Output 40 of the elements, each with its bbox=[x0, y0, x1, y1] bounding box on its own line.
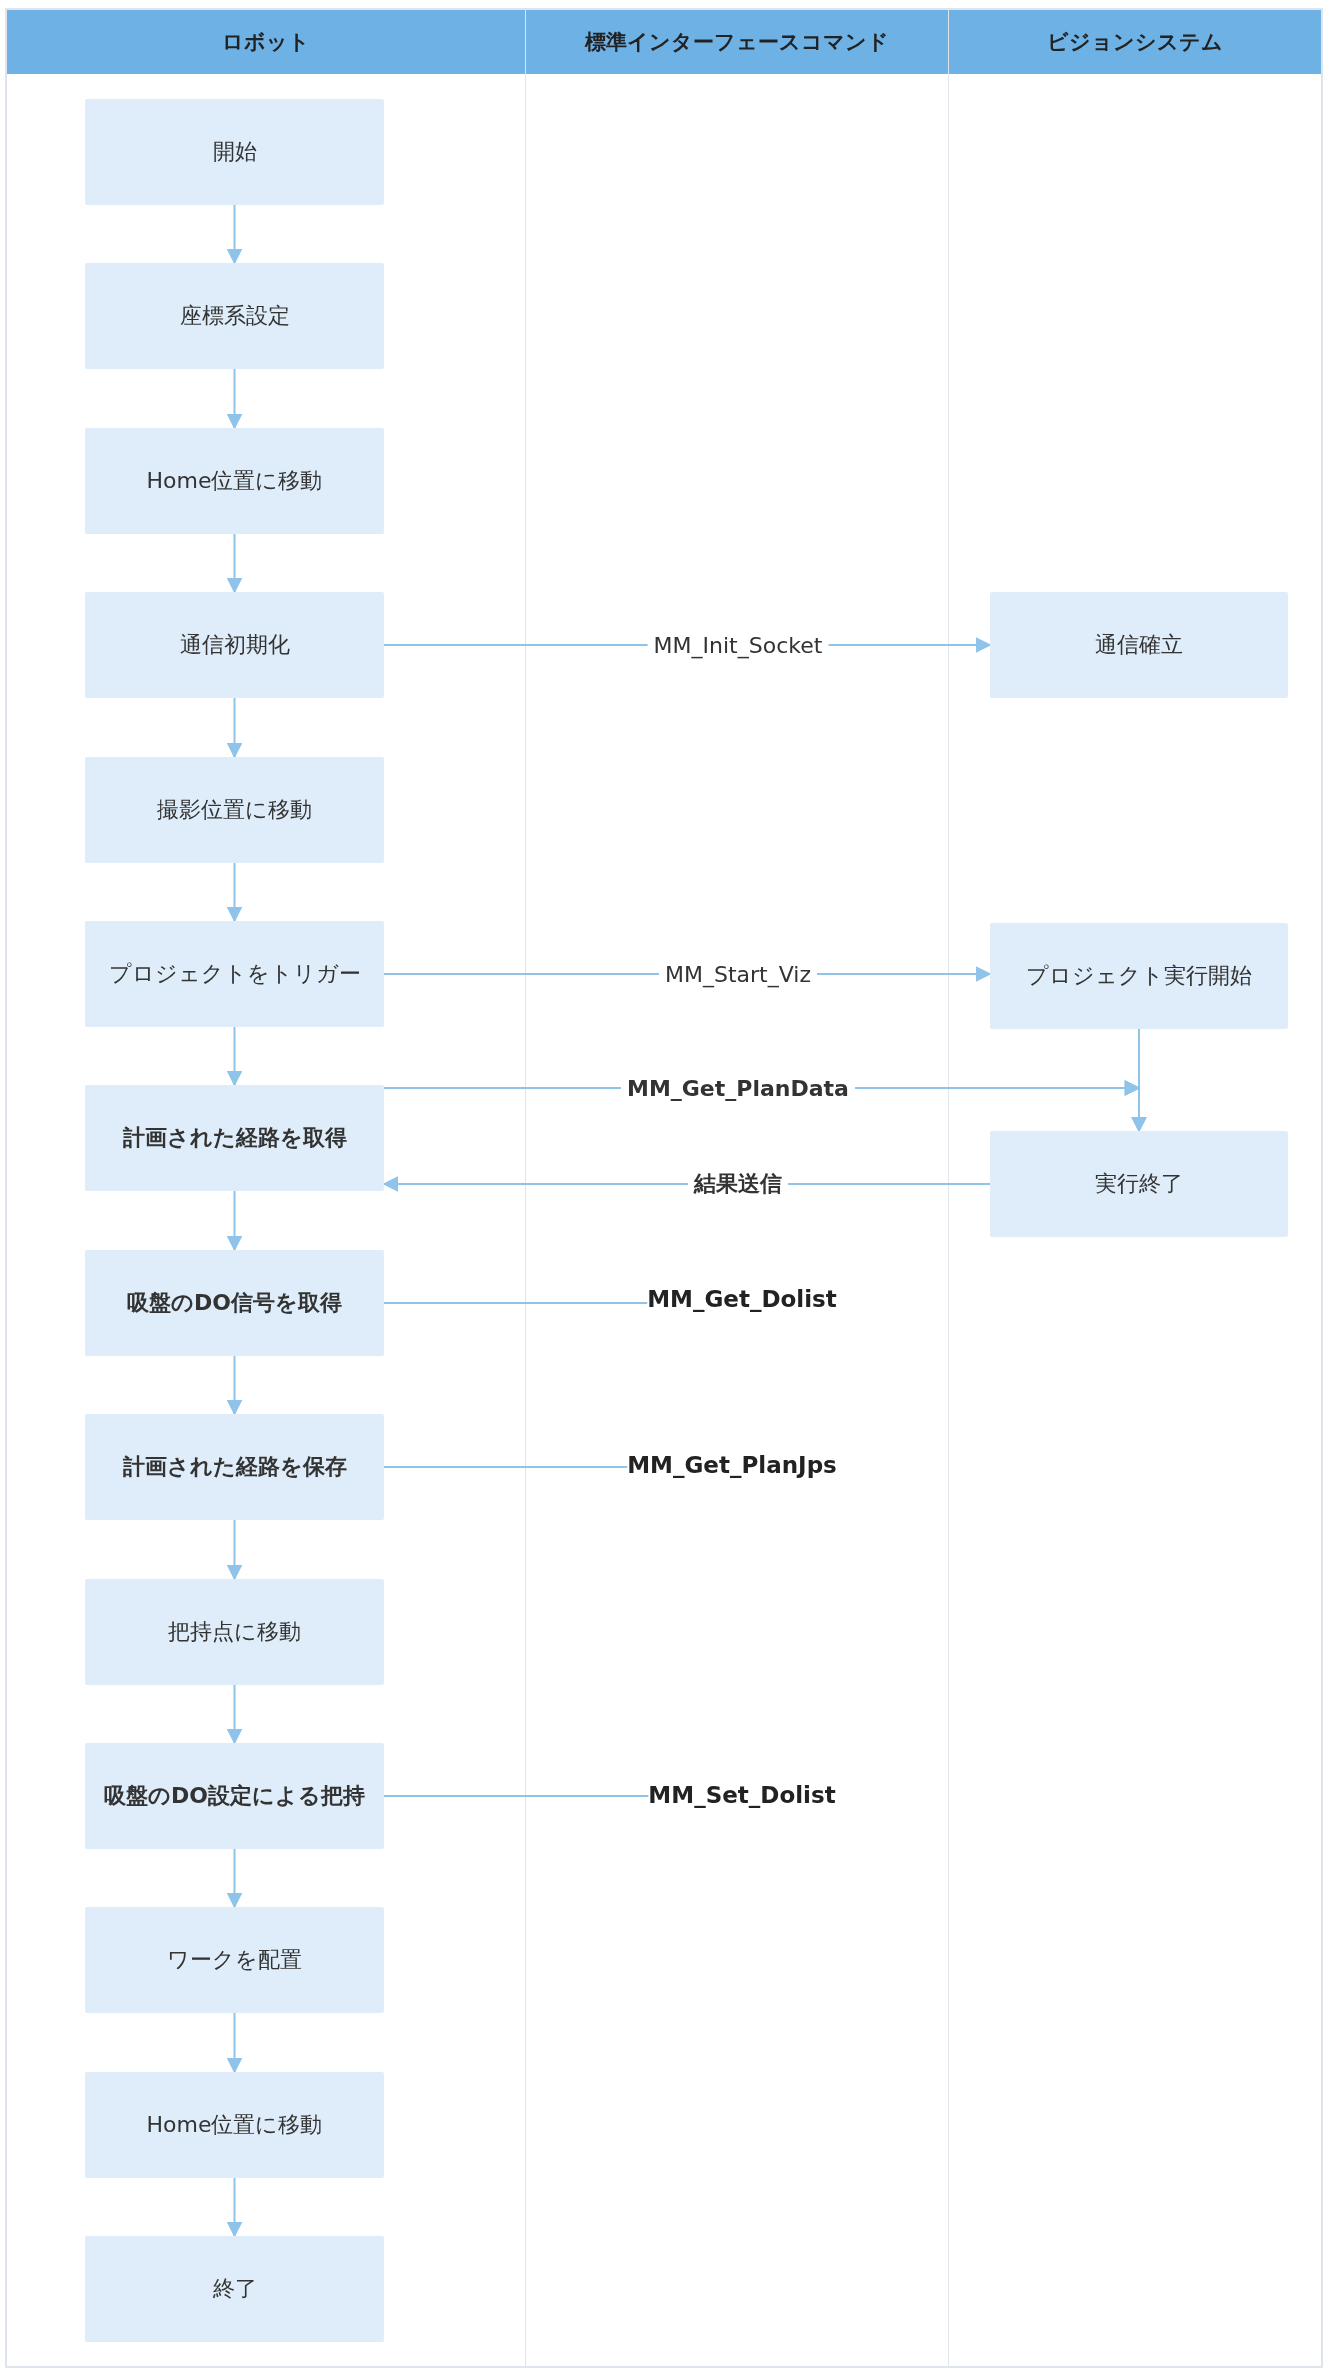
process-box: 開始 bbox=[85, 99, 384, 205]
process-box: Home位置に移動 bbox=[85, 2072, 384, 2178]
lane-header: 標準インターフェースコマンド bbox=[526, 10, 948, 74]
process-box: 通信確立 bbox=[990, 592, 1288, 698]
swimlane bbox=[526, 8, 950, 2368]
process-box: 吸盤のDO信号を取得 bbox=[85, 1250, 384, 1356]
connector-arrow bbox=[226, 533, 243, 594]
process-box: 実行終了 bbox=[990, 1131, 1288, 1237]
lane-header: ロボット bbox=[7, 10, 525, 74]
connector-arrow bbox=[226, 1190, 243, 1252]
process-box: Home位置に移動 bbox=[85, 428, 384, 534]
process-box: 通信初期化 bbox=[85, 592, 384, 698]
connector-arrow bbox=[226, 2177, 243, 2238]
process-box: 計画された経路を保存 bbox=[85, 1414, 384, 1520]
command-text: MM_Set_Dolist bbox=[648, 1782, 836, 1808]
lane-header: ビジョンシステム bbox=[949, 10, 1321, 74]
process-box: 吸盤のDO設定による把持 bbox=[85, 1743, 384, 1849]
connector-arrow bbox=[226, 1026, 243, 1087]
connector-arrow bbox=[226, 697, 243, 759]
command-text: MM_Get_Dolist bbox=[647, 1286, 837, 1312]
process-box: 計画された経路を取得 bbox=[85, 1085, 384, 1191]
process-box: 把持点に移動 bbox=[85, 1579, 384, 1685]
command-text: MM_Get_PlanJps bbox=[627, 1452, 837, 1478]
swimlane bbox=[949, 8, 1323, 2368]
process-box: 座標系設定 bbox=[85, 263, 384, 369]
swimlane bbox=[5, 8, 527, 2368]
process-box: プロジェクトをトリガー bbox=[85, 921, 384, 1027]
connector-arrow bbox=[226, 1519, 243, 1581]
connector-arrow bbox=[226, 1355, 243, 1416]
connector-arrow bbox=[226, 204, 243, 265]
connector-arrow bbox=[226, 2012, 243, 2074]
connector-arrow bbox=[226, 1684, 243, 1745]
process-box: 撮影位置に移動 bbox=[85, 757, 384, 863]
process-box: 終了 bbox=[85, 2236, 384, 2342]
connector-arrow bbox=[226, 862, 243, 923]
connector-arrow bbox=[1131, 1028, 1147, 1133]
process-box: プロジェクト実行開始 bbox=[990, 923, 1288, 1029]
process-box: ワークを配置 bbox=[85, 1907, 384, 2013]
connector-arrow bbox=[226, 368, 243, 430]
connector-arrow bbox=[226, 1848, 243, 1909]
